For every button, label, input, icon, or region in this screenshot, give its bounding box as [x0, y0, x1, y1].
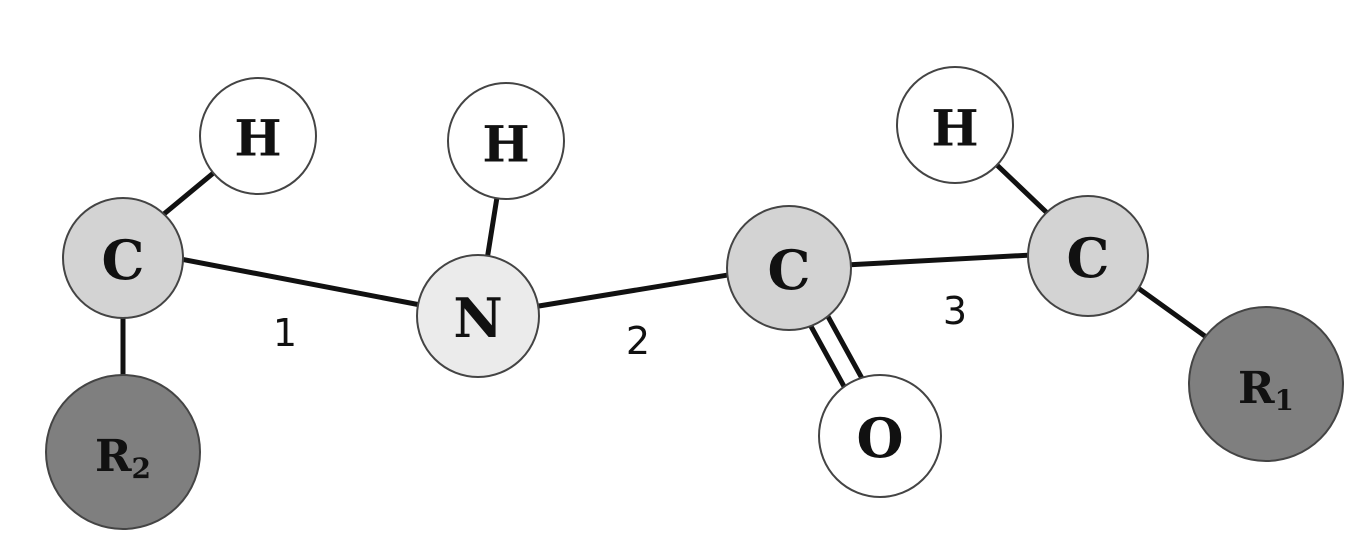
atom-c-left-label: C	[102, 228, 145, 292]
atom-h-left: H	[199, 77, 317, 195]
atom-h-right-label: H	[931, 99, 978, 158]
atom-o-circle	[818, 374, 942, 498]
atom-h-left-circle	[199, 77, 317, 195]
bond-label-2: 2	[626, 319, 650, 363]
atom-c-carbonyl-label: C	[768, 238, 811, 302]
atom-o: O	[818, 374, 942, 498]
atom-r1-subscript: 1	[1275, 384, 1294, 417]
atom-r2-symbol: R	[95, 431, 132, 482]
atom-n-label: N	[453, 286, 502, 350]
atom-h-right: H	[896, 66, 1014, 184]
atom-n-circle	[416, 254, 540, 378]
atom-h-right-circle	[896, 66, 1014, 184]
atom-n: N	[416, 254, 540, 378]
bond-label-3: 3	[943, 289, 967, 333]
bond-labels: 1 2 3	[273, 289, 967, 363]
atom-c-left-circle	[62, 197, 184, 319]
atom-c-right-circle	[1027, 195, 1149, 317]
atom-h-n-circle	[447, 82, 565, 200]
atom-r1-label: R1	[1238, 363, 1294, 417]
atom-r2: R2	[45, 374, 201, 530]
atom-c-left: C	[62, 197, 184, 319]
atom-h-n: H	[447, 82, 565, 200]
atom-c-carbonyl-circle	[726, 205, 852, 331]
atom-c-right: C	[1027, 195, 1149, 317]
atoms: C H R2 N H C O C	[45, 66, 1344, 530]
atom-h-left-label: H	[234, 109, 281, 168]
atom-r2-subscript: 2	[132, 452, 151, 485]
atom-r2-circle	[45, 374, 201, 530]
atom-o-label: O	[856, 406, 903, 470]
atom-c-carbonyl: C	[726, 205, 852, 331]
atom-h-n-label: H	[482, 115, 529, 174]
atom-r1: R1	[1188, 306, 1344, 462]
bond-label-1: 1	[273, 311, 297, 355]
atom-r2-label: R2	[95, 431, 151, 485]
atom-r1-circle	[1188, 306, 1344, 462]
atom-r1-symbol: R	[1238, 363, 1275, 414]
atom-c-right-label: C	[1067, 226, 1110, 290]
